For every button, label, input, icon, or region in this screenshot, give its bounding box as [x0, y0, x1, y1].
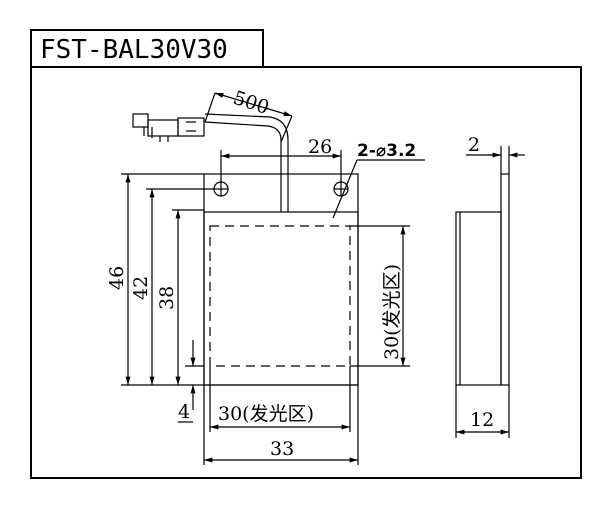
dim-width-outer: 33	[270, 438, 294, 460]
dim-emit-width: 30(发光区)	[218, 403, 314, 425]
side-plate	[500, 173, 510, 386]
front-view	[132, 113, 359, 386]
dim-offset: 4	[178, 401, 190, 423]
side-body	[455, 211, 502, 386]
title-box	[30, 29, 264, 68]
dim-depth: 12	[470, 409, 494, 431]
emitting-area	[209, 225, 351, 367]
dim-hole-spacing: 26	[308, 136, 332, 158]
dim-height-holes: 42	[130, 276, 152, 300]
dim-hole-spec: 2-⌀3.2	[357, 141, 416, 161]
dim-cable-length: 500	[230, 87, 271, 119]
dim-thickness: 2	[468, 134, 480, 156]
drawing-title: FST-BAL30V30	[40, 35, 228, 65]
dim-height-body: 38	[156, 286, 178, 310]
cable-connector	[132, 113, 205, 142]
drawing-frame	[30, 66, 582, 479]
dim-height-outer: 46	[106, 266, 128, 290]
dim-emit-height: 30(发光区)	[381, 264, 403, 360]
body-block	[203, 211, 359, 386]
side-view	[455, 173, 510, 386]
